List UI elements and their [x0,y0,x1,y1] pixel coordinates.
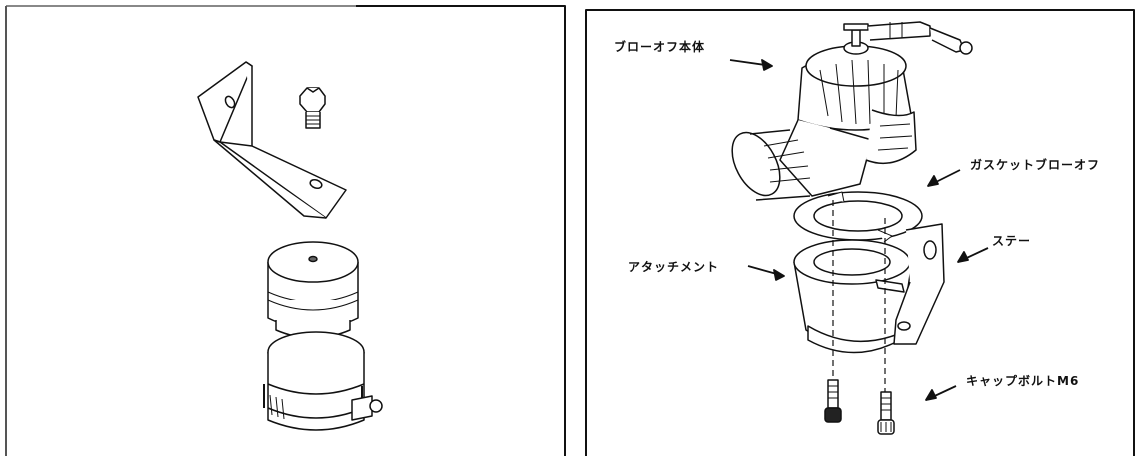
label-stay: ステー [992,234,1032,248]
hose-clamp [263,331,383,431]
clamp-screw-housing [351,395,373,421]
clamp-screw [369,399,383,413]
leader-arrows [729,59,989,401]
stay-bracket [875,223,945,345]
label-gasket-blowoff: ガスケットブローオフ [970,158,1101,172]
installation-drawing [585,9,1135,456]
parts-kit-drawing [5,5,566,456]
stay-tab [875,279,905,293]
blowoff-valve [731,21,973,201]
label-blowoff-body: ブローオフ本体 [614,40,706,54]
label-attachment: アタッチメント [628,260,720,274]
cap-bolt-left [824,379,842,423]
cap-bolt-right [877,391,895,435]
inlet-opening [731,131,781,197]
vacuum-nipple [959,41,973,55]
gasket-ring [793,191,923,243]
hex-bolt [299,87,326,129]
parts-kit-panel [5,5,566,456]
stay-hole-lower [897,321,911,331]
left-frame-right [356,5,566,456]
adapter-center-hole [308,255,318,263]
l-bracket [197,61,347,219]
adapter-part [267,241,359,339]
installation-diagram-panel: ブローオフ本体 ガスケットブローオフ ステー アタッチメント キャップボルトM6 [580,0,1141,456]
stay-hole-upper [923,240,937,260]
bracket-hole-bottom [309,178,323,190]
bracket-hole-top [224,95,236,109]
label-cap-bolt: キャップボルトM6 [966,374,1080,388]
right-frame [585,9,1135,456]
